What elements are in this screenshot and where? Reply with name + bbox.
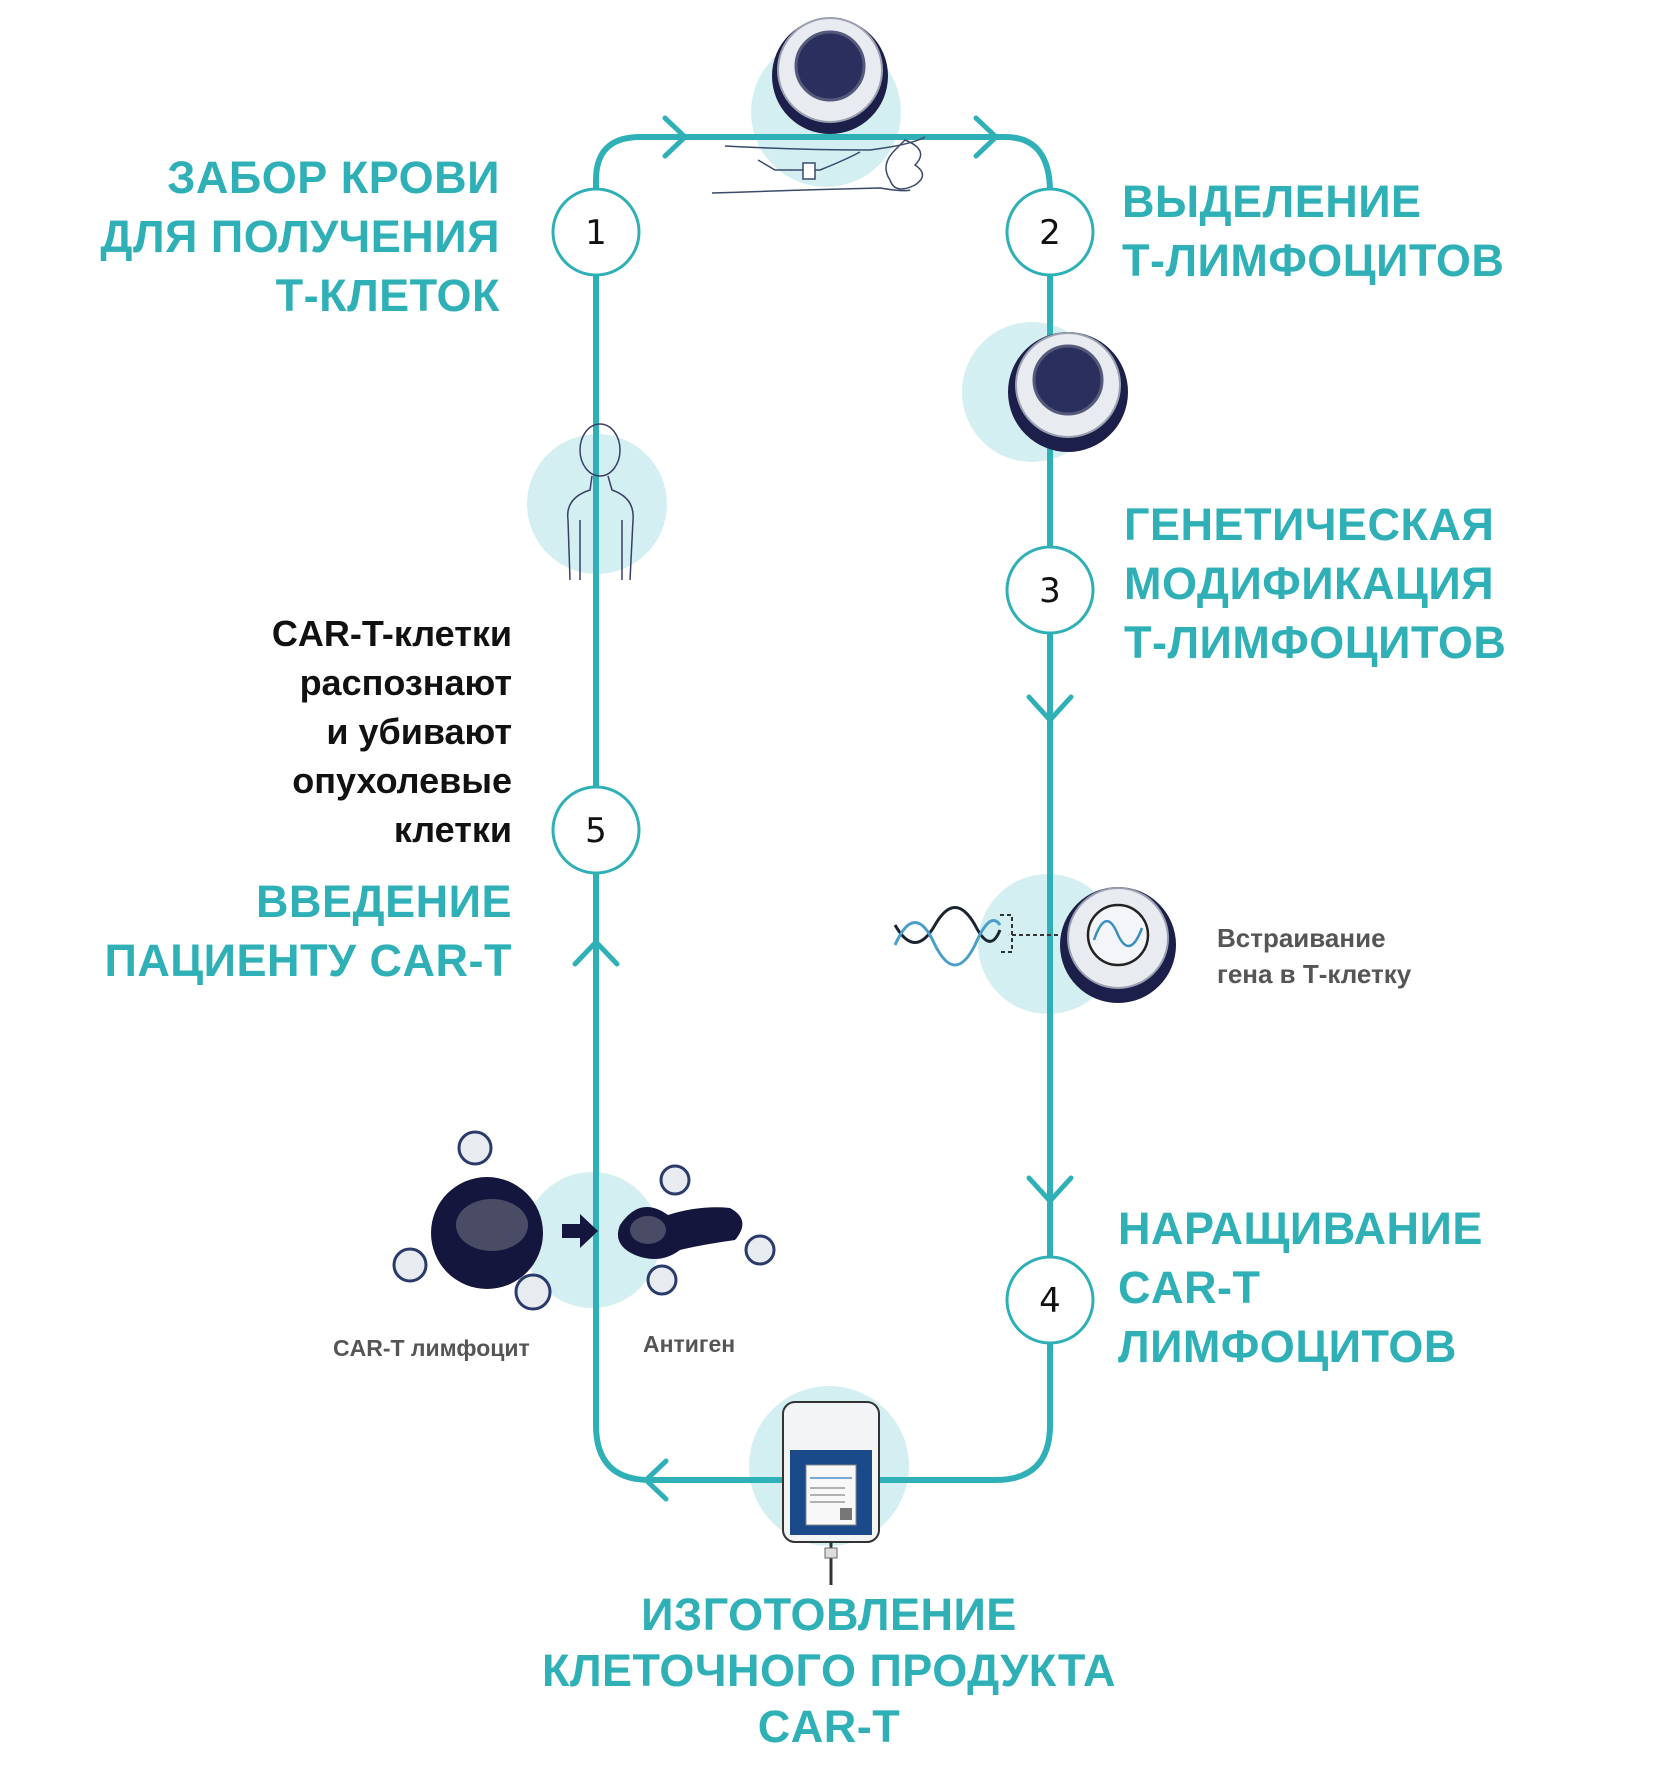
step-circle-4: 4: [1005, 1255, 1095, 1345]
title-line: ИЗГОТОВЛЕНИЕ: [641, 1589, 1017, 1640]
tumor-kill-bubble: [524, 1172, 660, 1308]
title-line: ДЛЯ ПОЛУЧЕНИЯ: [100, 211, 500, 262]
caption-line: гена в Т-клетку: [1217, 959, 1412, 989]
title-line: CAR-T: [1118, 1262, 1261, 1313]
arrow-right-icon: [562, 1214, 598, 1248]
dna-helix-icon: [893, 906, 1002, 967]
title-line: ЛИМФОЦИТОВ: [1118, 1321, 1457, 1372]
step-number: 4: [1039, 1281, 1061, 1321]
step-circle-3: 3: [1005, 545, 1095, 635]
patient-illustration: [566, 423, 634, 581]
car-t-lymphocyte-caption: CAR-T лимфоцит: [333, 1330, 530, 1366]
antigen-caption: Антиген: [643, 1326, 735, 1362]
title-line: НАРАЩИВАНИЕ: [1118, 1203, 1483, 1254]
caption-text: Антиген: [643, 1331, 736, 1357]
arm-icon: [711, 136, 926, 194]
caption-line: Встраивание: [1217, 923, 1386, 953]
note-line: и убивают: [326, 711, 512, 752]
title-line: ВВЕДЕНИЕ: [256, 876, 512, 927]
title-line: ЗАБОР КРОВИ: [167, 152, 500, 203]
arrow-right-top-right: [973, 115, 1000, 159]
title-line: Т-ЛИМФОЦИТОВ: [1124, 617, 1507, 668]
destroyed-tumor-cell-icon: [617, 1207, 743, 1259]
modified-t-cell-icon: [1060, 887, 1176, 1003]
isolated-t-cell-illustration: [1008, 332, 1128, 452]
arrow-down-upper: [1026, 694, 1074, 724]
step-5-title: ВВЕДЕНИЕ ПАЦИЕНТУ CAR-T: [104, 872, 512, 990]
blood-draw-illustration: [711, 17, 926, 194]
step-3-title: ГЕНЕТИЧЕСКАЯ МОДИФИКАЦИЯ Т-ЛИМФОЦИТОВ: [1124, 495, 1506, 672]
step-4-title: НАРАЩИВАНИЕ CAR-T ЛИМФОЦИТОВ: [1118, 1199, 1483, 1376]
car-t-cells: [392, 1130, 776, 1311]
t-cell-icon: [772, 17, 888, 134]
step-circle-5: 5: [551, 785, 641, 875]
title-line: ВЫДЕЛЕНИЕ: [1122, 176, 1422, 227]
arrow-up-left: [572, 938, 620, 967]
step-number: 2: [1039, 213, 1061, 253]
title-line: ГЕНЕТИЧЕСКАЯ: [1124, 499, 1495, 550]
dashed-connector: [1000, 914, 1060, 953]
arrow-down-lower: [1026, 1175, 1074, 1205]
step-circle-1: 1: [551, 187, 641, 277]
note-line: распознают: [299, 662, 512, 703]
title-line: CAR-T: [757, 1701, 901, 1752]
title-line: МОДИФИКАЦИЯ: [1124, 558, 1495, 609]
manufacturing-title: ИЗГОТОВЛЕНИЕ КЛЕТОЧНОГО ПРОДУКТА CAR-T: [429, 1587, 1229, 1755]
tumor-kill-illustration: [392, 1130, 776, 1311]
cycle-loop-line: [593, 134, 1053, 1483]
car-t-action-note: CAR-T-клетки распознают и убивают опухол…: [272, 609, 512, 854]
title-line: КЛЕТОЧНОГО ПРОДУКТА: [542, 1645, 1116, 1696]
caption-text: CAR-T лимфоцит: [333, 1335, 530, 1361]
step-1-title: ЗАБОР КРОВИ ДЛЯ ПОЛУЧЕНИЯ Т-КЛЕТОК: [100, 148, 500, 325]
step-2-title: ВЫДЕЛЕНИЕ Т-ЛИМФОЦИТОВ: [1122, 172, 1504, 290]
title-line: Т-КЛЕТОК: [275, 270, 500, 321]
step-number: 3: [1039, 571, 1061, 611]
step-circle-2: 2: [1005, 187, 1095, 277]
note-line: опухолевые: [292, 760, 512, 801]
tumor-cell-icon: [431, 1177, 543, 1289]
arrow-left-bottom: [642, 1458, 669, 1502]
title-line: Т-ЛИМФОЦИТОВ: [1122, 235, 1505, 286]
title-line: ПАЦИЕНТУ CAR-T: [104, 935, 512, 986]
step-number: 5: [585, 811, 607, 851]
step-number: 1: [585, 213, 607, 253]
iv-bag-illustration: [782, 1401, 880, 1585]
gene-insertion-caption: Встраивание гена в Т-клетку: [1217, 920, 1411, 992]
gene-insertion-illustration: [893, 887, 1176, 1003]
flow-arrows: [572, 115, 1074, 1502]
arrow-right-top-left: [662, 115, 689, 159]
note-line: CAR-T-клетки: [271, 613, 512, 654]
note-line: клетки: [393, 809, 512, 850]
